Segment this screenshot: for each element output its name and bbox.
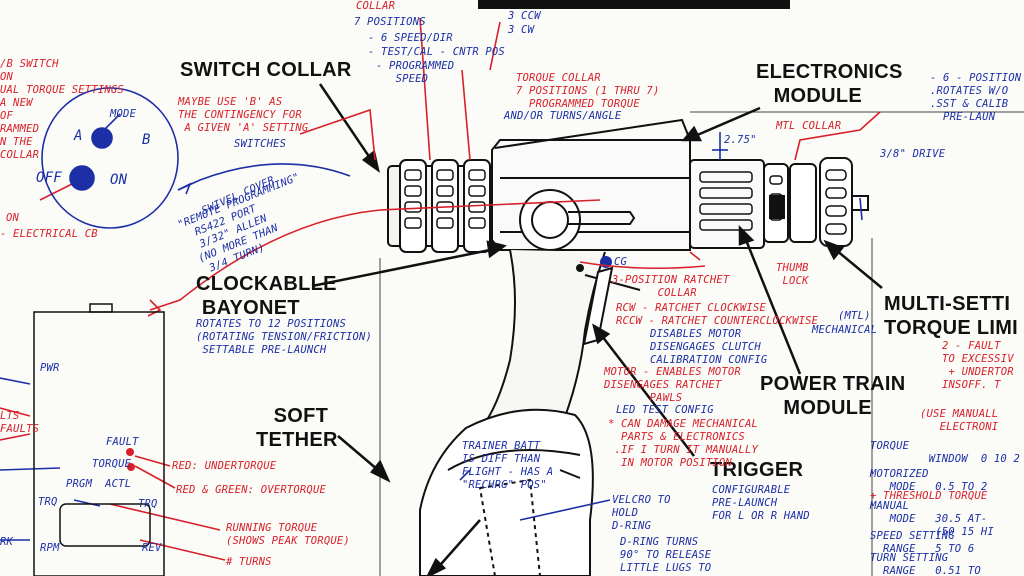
- note-switches: SWITCHES: [234, 138, 287, 150]
- note-electrical-cb: - ELECTRICAL CB: [0, 228, 98, 240]
- main-body-drawing: [419, 118, 691, 576]
- note-turn-setting: TURN SETTING RANGE 0.51 TO: [870, 552, 981, 576]
- note-dimension: 2.75": [724, 134, 757, 146]
- note-trigger-notes: CONFIGURABLE PRE-LAUNCH FOR L OR R HAND: [712, 484, 810, 522]
- note-trq-left: TRQ: [38, 496, 58, 508]
- note-left-rk: RK: [0, 536, 14, 548]
- note-rpm: RPM: [40, 542, 60, 554]
- note-switch-left: /B SWITCH ON UAL TORQUE SETTINGS A NEW O…: [0, 58, 124, 161]
- note-running-torque: RUNNING TORQUE (SHOWS PEAK TORQUE): [226, 522, 350, 547]
- note-rotates: ROTATES TO 12 POSITIONS (ROTATING TENSIO…: [196, 318, 373, 356]
- note-contingency: MAYBE USE 'B' AS THE CONTINGENCY FOR A G…: [178, 96, 309, 134]
- note-trainer: TRAINER BATT IS DIFF THAN FLIGHT - HAS A…: [462, 440, 554, 491]
- note-cg: CG: [614, 256, 628, 268]
- note-led-test: LED TEST CONFIG: [616, 404, 714, 416]
- note-speed-setting: SPEED SETTING RANGE 5 TO 6: [870, 530, 975, 555]
- note-turns: # TURNS: [226, 556, 272, 568]
- note-can-damage: * CAN DAMAGE MECHANICAL PARTS & ELECTRON…: [608, 418, 758, 469]
- note-positions-7: 7 POSITIONS: [354, 16, 426, 28]
- note-torque: TORQUE: [92, 458, 132, 470]
- note-fault: FAULT: [106, 436, 139, 448]
- note-right-positions: - 6 - POSITION .ROTATES W/O .SST & CALIB…: [930, 72, 1022, 123]
- note-use-manually: (USE MANUALL ELECTRONI: [920, 408, 999, 433]
- leader-arrows: [311, 83, 883, 576]
- note-motorized: MOTORIZED MODE 0.5 TO 2: [870, 468, 988, 493]
- power-train-drawing: [689, 157, 869, 249]
- note-d-ring: D-RING TURNS 90° TO RELEASE LITTLE LUGS …: [620, 536, 712, 574]
- power-train-module-label: POWER TRAIN MODULE: [760, 373, 906, 419]
- note-test-cal: - TEST/CAL - CNTR POS: [368, 46, 505, 58]
- note-disables-motor: DISABLES MOTOR DISENGAGES CLUTCH CALIBRA…: [650, 328, 768, 366]
- note-turns-angle: AND/OR TURNS/ANGLE: [504, 110, 622, 122]
- note-speed-dir: - 6 SPEED/DIR: [368, 32, 453, 44]
- note-red-under: RED: UNDERTORQUE: [172, 460, 277, 472]
- note-rccw: RCCW - RATCHET COUNTERCLOCKWISE: [616, 315, 819, 327]
- soft-tether-label: SOFT TETHER: [256, 405, 338, 451]
- note-on: ON: [110, 172, 128, 188]
- clockable-bayonet-label: CLOCKABLLE BAYONET: [196, 273, 337, 319]
- note-mode-b: B: [142, 132, 151, 148]
- note-thumb-lock: THUMB LOCK: [776, 262, 809, 287]
- note-off: OFF: [36, 170, 62, 186]
- torque-led: [127, 463, 135, 471]
- note-prgm-actl: PRGM ACTL: [66, 478, 132, 490]
- note-pwr: PWR: [40, 362, 60, 374]
- note-mtl: (MTL): [838, 310, 871, 322]
- note-ccw-3: 3 CCW: [508, 10, 541, 22]
- note-mechanical: MECHANICAL: [812, 324, 878, 336]
- note-threshold: + THRESHOLD TORQUE: [870, 490, 988, 502]
- note-mode: MODE: [110, 108, 137, 120]
- note-rev: REV: [142, 542, 162, 554]
- remote-panel-drawing: [33, 303, 165, 576]
- note-manual-mode: MANUAL MODE 30.5 AT- (50 15 HI: [870, 500, 994, 538]
- note-motor: MOTOR - ENABLES MOTOR DISENGAGES RATCHET…: [604, 366, 741, 404]
- trigger-label: TRIGGER: [710, 459, 804, 481]
- note-ratchet-collar: 3-POSITION RATCHET COLLAR: [612, 274, 730, 299]
- note-torque-window: TORQUE WINDOW 0 10 2: [870, 440, 1020, 465]
- note-trq-right: TRQ: [138, 498, 158, 510]
- multi-setting-torque-limiter-label: MULTI-SETTI TORQUE LIMI: [884, 293, 1019, 339]
- fault-led: [126, 448, 134, 456]
- note-fault-2: 2 - FAULT TO EXCESSIV + UNDERTOR INSOFF.…: [942, 340, 1014, 391]
- note-cw-3: 3 CW: [508, 24, 535, 36]
- note-mtl-collar: MTL COLLAR: [776, 120, 842, 132]
- note-drive: 3/8" DRIVE: [880, 148, 946, 160]
- note-mode-a: A: [74, 128, 83, 144]
- note-rcw: RCW - RATCHET CLOCKWISE: [616, 302, 766, 314]
- note-velcro: VELCRO TO HOLD D-RING: [612, 494, 671, 532]
- note-left-faults: LTS FAULTS: [0, 410, 40, 435]
- note-top-collar: COLLAR: [356, 0, 396, 12]
- top-black-bar: [478, 0, 790, 9]
- electronics-module-label: ELECTRONICS MODULE: [756, 61, 903, 107]
- note-programmed-speed: - PROGRAMMED SPEED: [376, 60, 455, 85]
- note-red-green: RED & GREEN: OVERTORQUE: [176, 484, 326, 496]
- note-on-left: ON: [6, 212, 20, 224]
- blue-ink-lines: [0, 87, 863, 541]
- switch-collar-label: SWITCH COLLAR: [180, 59, 352, 81]
- note-torque-collar: TORQUE COLLAR 7 POSITIONS (1 THRU 7) PRO…: [516, 72, 660, 110]
